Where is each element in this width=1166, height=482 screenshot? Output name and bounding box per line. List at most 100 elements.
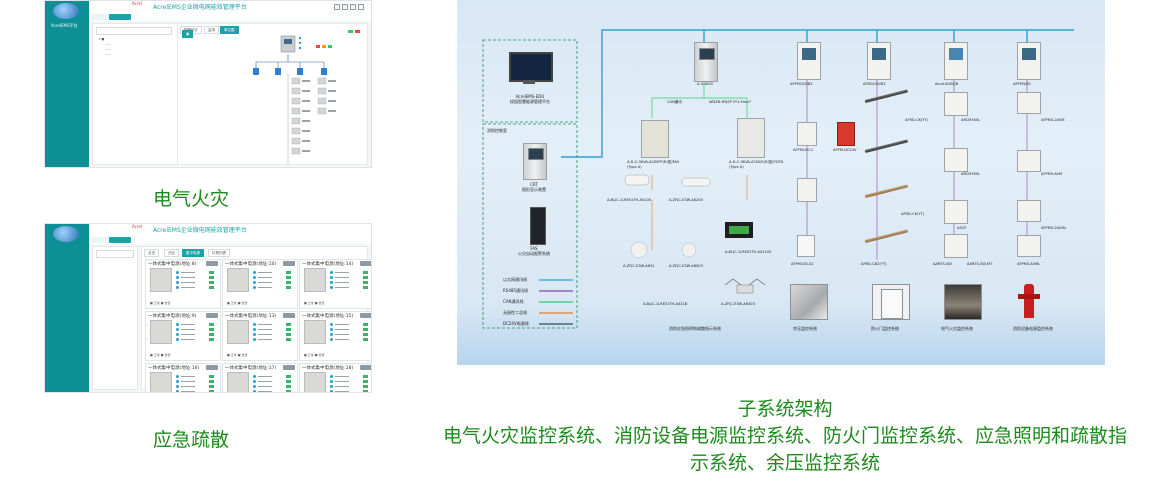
power-card-row: [330, 286, 370, 289]
card-detail-button[interactable]: [283, 261, 295, 266]
brand-label: Acrel: [132, 224, 142, 229]
device-label: AFPM-DC24V: [833, 148, 857, 152]
toolbar-icon[interactable]: [342, 4, 348, 10]
fire-app-screenshot: AcrelEMS平台 Acrel AcrelEMS企业微电网能效管理平台 ▾ ■…: [44, 0, 372, 168]
power-unit-icon: [227, 372, 249, 392]
sidebar: [45, 224, 89, 392]
top-device-3: [944, 42, 968, 80]
photo-corridor: [944, 284, 982, 320]
photo-stairwell: [790, 284, 828, 320]
device-label: A-ZFJC-E3W-A6200: [669, 198, 703, 202]
tab-3[interactable]: 灯具列表: [208, 249, 230, 257]
module-arcm300l-b: [944, 148, 968, 172]
power-card[interactable]: 一体式集中电源(地址:15)■ 正常 ■ 告警: [299, 311, 371, 361]
tab-2[interactable]: 集中电源: [182, 249, 204, 257]
power-card-title: 一体式集中电源(地址:13): [225, 314, 277, 319]
power-card-row: [176, 380, 216, 383]
logo-icon: [53, 3, 79, 19]
power-card-row: [253, 276, 293, 279]
card-detail-button[interactable]: [206, 261, 218, 266]
device-label: A-D-C-3KVA-A200IE(R)型/YDT6 (Type A): [729, 160, 784, 169]
power-card-row: [253, 286, 293, 289]
evac-app-screenshot: Acrel AcrelEMS企业微电网能效管理平台 总览 分区 集中电源 灯具列…: [44, 223, 372, 393]
top-device-label: AFPM3/B1: [1013, 82, 1032, 86]
module-afpm3-2avml: [1017, 200, 1041, 222]
device-label: AFPM3-AVML: [1017, 262, 1041, 266]
power-card[interactable]: 一体式集中电源(地址:13)■ 正常 ■ 告警: [222, 311, 298, 361]
power-card-title: 一体式集中电源(地址:17): [225, 366, 277, 371]
tab-2[interactable]: 单位图: [220, 26, 239, 34]
power-card[interactable]: 一体式集中电源(地址:9)■ 正常 ■ 告警: [145, 311, 221, 361]
power-card-row: [176, 323, 216, 326]
power-card-row: [176, 328, 216, 331]
device-label: AFPM3-2AVML: [1041, 226, 1067, 230]
power-card-title: 一体式集中电源(地址:18): [302, 366, 354, 371]
power-unit-icon: [150, 268, 172, 292]
toolbar-icon[interactable]: [358, 4, 364, 10]
crumb-tab[interactable]: [91, 237, 109, 243]
card-detail-button[interactable]: [206, 313, 218, 318]
action-button[interactable]: ▣: [182, 30, 194, 38]
subsystem-label: 防火门监控系统: [871, 326, 899, 331]
toolbar-icon[interactable]: [334, 4, 340, 10]
tree-search-input[interactable]: [96, 250, 134, 258]
cards-panel: 总览 分区 集中电源 灯具列表 一体式集中电源(地址:8)■ 正常 ■ 告警一体…: [141, 246, 371, 392]
power-card-footer: ■ 正常 ■ 告警: [150, 301, 171, 305]
sidebar-logo-text: AcrelEMS平台: [51, 23, 78, 28]
power-unit-icon: [304, 320, 326, 344]
platform-monitor-icon: [509, 52, 553, 82]
module-afpm3-avm: [1017, 150, 1041, 172]
power-card-row: [330, 333, 370, 336]
power-card-row: [176, 375, 216, 378]
power-card-row: [253, 390, 293, 392]
card-detail-button[interactable]: [360, 365, 371, 370]
toolbar-icon[interactable]: [350, 4, 356, 10]
legend-label: DC24V电源线: [503, 321, 529, 326]
crumb-tab-active[interactable]: [109, 14, 131, 20]
card-detail-button[interactable]: [283, 365, 295, 370]
power-card[interactable]: 一体式集中电源(地址:8) ■ 正常 ■ 告警: [145, 259, 221, 309]
card-detail-button[interactable]: [206, 365, 218, 370]
tree-node[interactable]: · ——: [103, 52, 111, 56]
crumb-tab[interactable]: [91, 14, 109, 20]
device-label: A-ZFJC-E3W-A6303: [721, 302, 755, 306]
fas-cabinet-icon: [530, 207, 546, 245]
control-room-label: 消防控制室: [487, 128, 507, 133]
tab-1[interactable]: 分区: [164, 249, 179, 257]
power-card[interactable]: 一体式集中电源(地址:17)■ 正常 ■ 告警: [222, 363, 298, 392]
card-detail-button[interactable]: [283, 313, 295, 318]
power-card[interactable]: 一体式集中电源(地址:10)■ 正常 ■ 告警: [222, 259, 298, 309]
diagram-panel: 预警统计 监测 单位图 ▣: [177, 23, 368, 165]
power-card-title: 一体式集中电源(地址:8): [148, 262, 197, 267]
architecture-diagram: AcrelEMS-EDU 校园智慧能源管理平台 消防控制室 CRT 图形显示装置…: [457, 0, 1105, 365]
power-card-row: [330, 338, 370, 341]
power-card[interactable]: 一体式集中电源(地址:14)■ 正常 ■ 告警: [299, 259, 371, 309]
crt-label: CRT 图形显示装置: [522, 182, 546, 192]
crumb-tab-active[interactable]: [109, 237, 131, 243]
top-device-label: A-G-KI00: [697, 82, 713, 86]
power-unit-icon: [304, 268, 326, 292]
power-card-row: [253, 380, 293, 383]
module-ascp: [944, 200, 968, 224]
tree-node[interactable]: ▾ ■: [99, 37, 105, 41]
power-unit-icon: [150, 372, 172, 392]
power-card-footer: ■ 正常 ■ 告警: [304, 301, 325, 305]
power-card-row: [330, 281, 370, 284]
tab-1[interactable]: 监测: [204, 26, 219, 34]
tree-node[interactable]: · ——: [103, 42, 111, 46]
power-cabinet-a: [641, 120, 669, 158]
power-card-footer: ■ 正常 ■ 告警: [150, 353, 171, 357]
power-card[interactable]: 一体式集中电源(地址:16)■ 正常 ■ 告警: [145, 363, 221, 392]
card-detail-button[interactable]: [360, 313, 371, 318]
monitor-stand-icon: [523, 80, 535, 84]
tab-0[interactable]: 总览: [144, 249, 159, 257]
app-title: AcrelEMS企业微电网能效管理平台: [153, 4, 247, 11]
legend-label: 以太网通讯线: [503, 277, 527, 282]
tree-node[interactable]: · ——: [103, 47, 111, 51]
card-detail-button[interactable]: [360, 261, 371, 266]
tree-search-input[interactable]: [96, 27, 172, 35]
power-card[interactable]: 一体式集中电源(地址:18)■ 正常 ■ 告警: [299, 363, 371, 392]
power-unit-icon: [227, 268, 249, 292]
power-card-title: 一体式集中电源(地址:10): [225, 262, 277, 267]
device-label: AFRD-CK(YT): [901, 212, 925, 216]
